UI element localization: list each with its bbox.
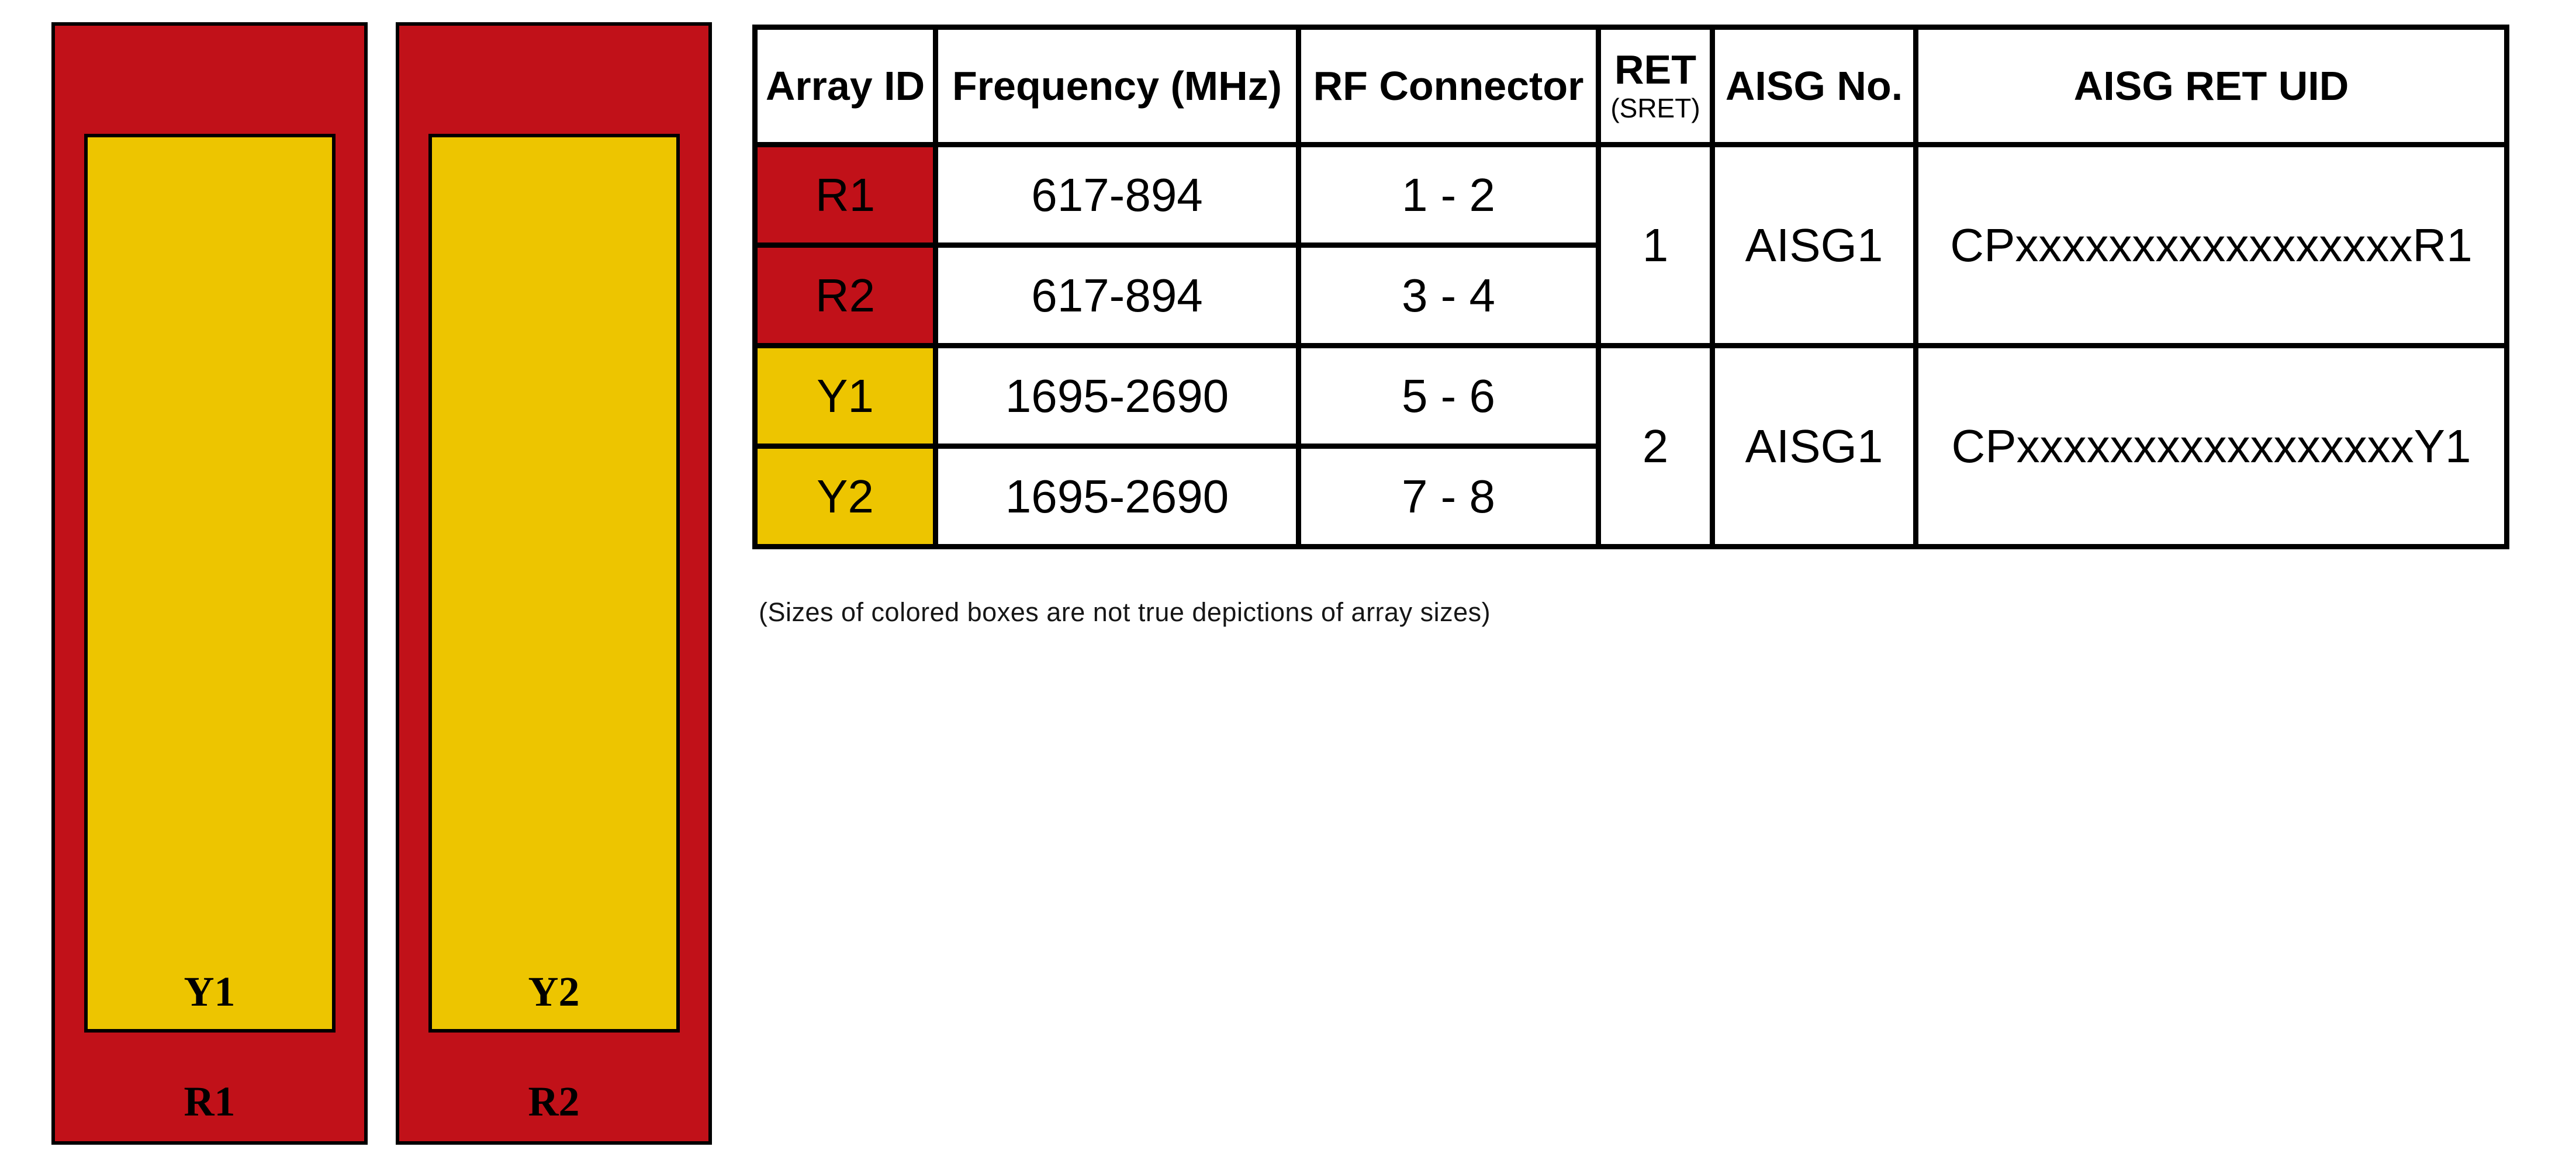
table-row-r1: R1 617-894 1 - 2 1 AISG1 CPxxxxxxxxxxxxx… [752,142,2509,348]
cell-frequency-y2: 1695-2690 [933,444,1301,549]
cell-array-id-y1: Y1 [752,343,938,449]
header-aisg-ret-uid: AISG RET UID [1913,25,2509,147]
cell-aisg-no-group1: AISG1 [1710,142,1918,348]
array-band-y2: Y2 [428,134,680,1033]
cell-rf-connector-y2: 7 - 8 [1296,444,1601,549]
header-rf-connector: RF Connector [1296,25,1601,147]
array-band-y1: Y1 [84,134,336,1033]
table-row-y2: Y2 1695-2690 7 - 8 [752,444,2507,549]
header-ret-label: RET [1614,46,1696,92]
cell-array-id-r2: R2 [752,243,938,348]
cell-frequency-r1: 617-894 [933,142,1301,248]
cell-ret-group1: 1 [1596,142,1715,348]
cell-rf-connector-r2: 3 - 4 [1296,243,1601,348]
cell-array-id-y2: Y2 [752,444,938,549]
array-column-r2: Y2 R2 [396,22,712,1145]
array-spec-table: Array ID Frequency (MHz) RF Connector RE… [752,25,2509,549]
array-band-label-y1: Y1 [184,968,236,1015]
table-row-y1: Y1 1695-2690 5 - 6 2 AISG1 CPxxxxxxxxxxx… [752,343,2509,549]
array-column-r1: Y1 R1 [51,22,368,1145]
header-frequency: Frequency (MHz) [933,25,1301,147]
header-array-id: Array ID [752,25,938,147]
header-aisg-no: AISG No. [1710,25,1918,147]
array-band-label-y2: Y2 [528,968,580,1015]
cell-rf-connector-y1: 5 - 6 [1296,343,1601,449]
cell-aisg-ret-uid-group1: CPxxxxxxxxxxxxxxxxxR1 [1913,142,2509,348]
cell-frequency-y1: 1695-2690 [933,343,1301,449]
cell-frequency-r2: 617-894 [933,243,1301,348]
table-header-row: Array ID Frequency (MHz) RF Connector RE… [752,25,2509,147]
cell-aisg-ret-uid-group2: CPxxxxxxxxxxxxxxxxxY1 [1913,343,2509,549]
cell-array-id-r1: R1 [752,142,938,248]
table-row-r2: R2 617-894 3 - 4 [752,243,2507,348]
cell-aisg-no-group2: AISG1 [1710,343,1918,549]
header-ret-sret: RET (SRET) [1596,25,1715,147]
size-disclaimer-caption: (Sizes of colored boxes are not true dep… [759,597,1491,627]
header-sret-label: (SRET) [1610,92,1700,123]
cell-rf-connector-r1: 1 - 2 [1296,142,1601,248]
array-column-label-r2: R2 [528,1078,580,1125]
cell-ret-group2: 2 [1596,343,1715,549]
array-column-label-r1: R1 [184,1078,236,1125]
